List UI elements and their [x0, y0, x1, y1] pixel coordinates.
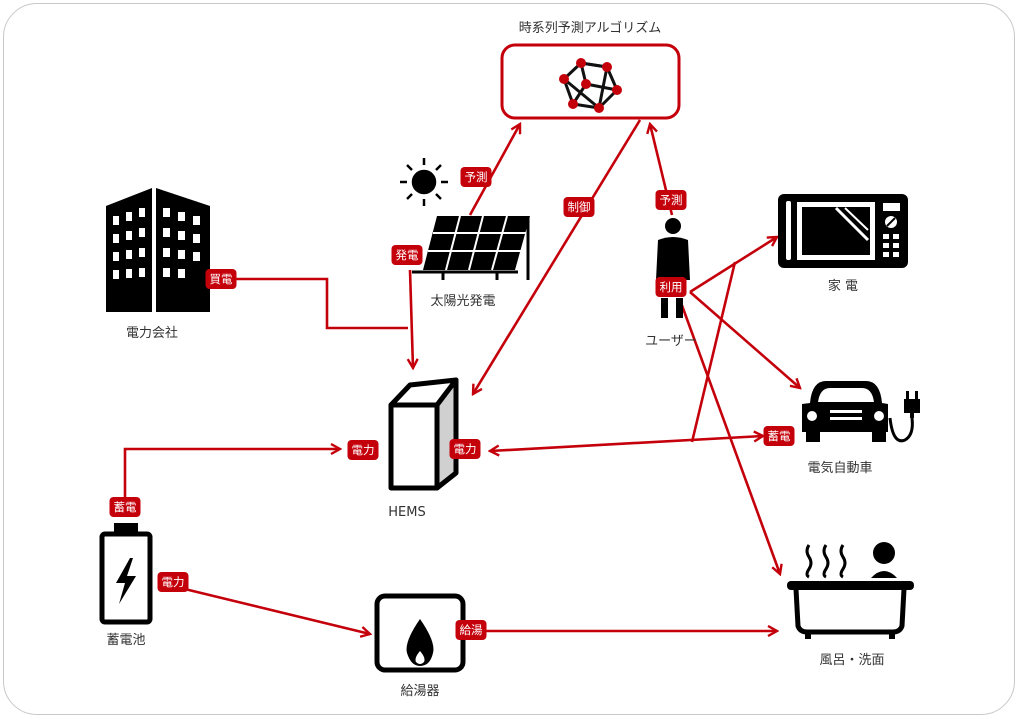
- tag-user-forecast: 予測: [655, 190, 687, 210]
- tag-control: 制御: [563, 197, 595, 217]
- battery-icon: [99, 523, 153, 625]
- solar-label: 太陽光発電: [430, 294, 496, 309]
- edge-hems-ev: [490, 436, 763, 451]
- edge-battery-to-heater: [159, 581, 370, 634]
- edge-solar-to-hems: [410, 269, 413, 368]
- microwave-icon: [778, 194, 908, 268]
- tag-battery-charge: 蓄電: [109, 497, 141, 517]
- edge-solar-to-algorithm: [468, 124, 520, 216]
- sun-icon: [400, 158, 448, 206]
- edge-cross-up: [690, 261, 737, 443]
- tag-hems-power-right: 電力: [449, 439, 481, 459]
- power-company-label: 電力会社: [125, 326, 179, 341]
- tag-solar-forecast: 予測: [460, 167, 492, 187]
- solar-panel-icon: [412, 215, 530, 280]
- network-icon: [559, 58, 622, 113]
- tag-battery-power: 電力: [157, 572, 189, 592]
- tag-usage: 利用: [655, 277, 687, 297]
- edge-algorithm-to-hems: [473, 119, 642, 394]
- edge-company-to-hems: [230, 277, 408, 330]
- water-heater-icon: [374, 593, 466, 673]
- diagram-frame: [3, 3, 1015, 715]
- tag-buy-power: 買電: [205, 269, 237, 289]
- appliance-label: 家 電: [827, 279, 859, 294]
- tag-hot-water: 給湯: [455, 620, 487, 640]
- bath-label: 風呂・洗面: [819, 653, 885, 668]
- hems-label: HEMS: [388, 505, 426, 520]
- tag-ev-charge: 蓄電: [763, 426, 795, 446]
- hems-box-icon: [388, 377, 459, 491]
- user-label: ユーザー: [645, 334, 697, 349]
- building-icon: [106, 188, 210, 312]
- car-plug-icon: [802, 381, 920, 443]
- edge-user-to-bath: [678, 299, 780, 574]
- battery-label: 蓄電池: [106, 633, 146, 648]
- flame-icon: [406, 619, 434, 666]
- algorithm-box: [500, 43, 681, 120]
- edge-battery-to-hems: [123, 449, 340, 500]
- tag-hems-power-left: 電力: [347, 440, 379, 460]
- ev-label: 電気自動車: [807, 461, 873, 476]
- water-heater-label: 給湯器: [400, 684, 440, 699]
- algorithm-title: 時系列予測アルゴリズム: [518, 21, 662, 36]
- tag-solar-generation: 発電: [391, 245, 423, 265]
- edge-user-to-ev: [689, 291, 800, 388]
- person-icon: [656, 218, 690, 318]
- bathtub-icon: [787, 542, 914, 639]
